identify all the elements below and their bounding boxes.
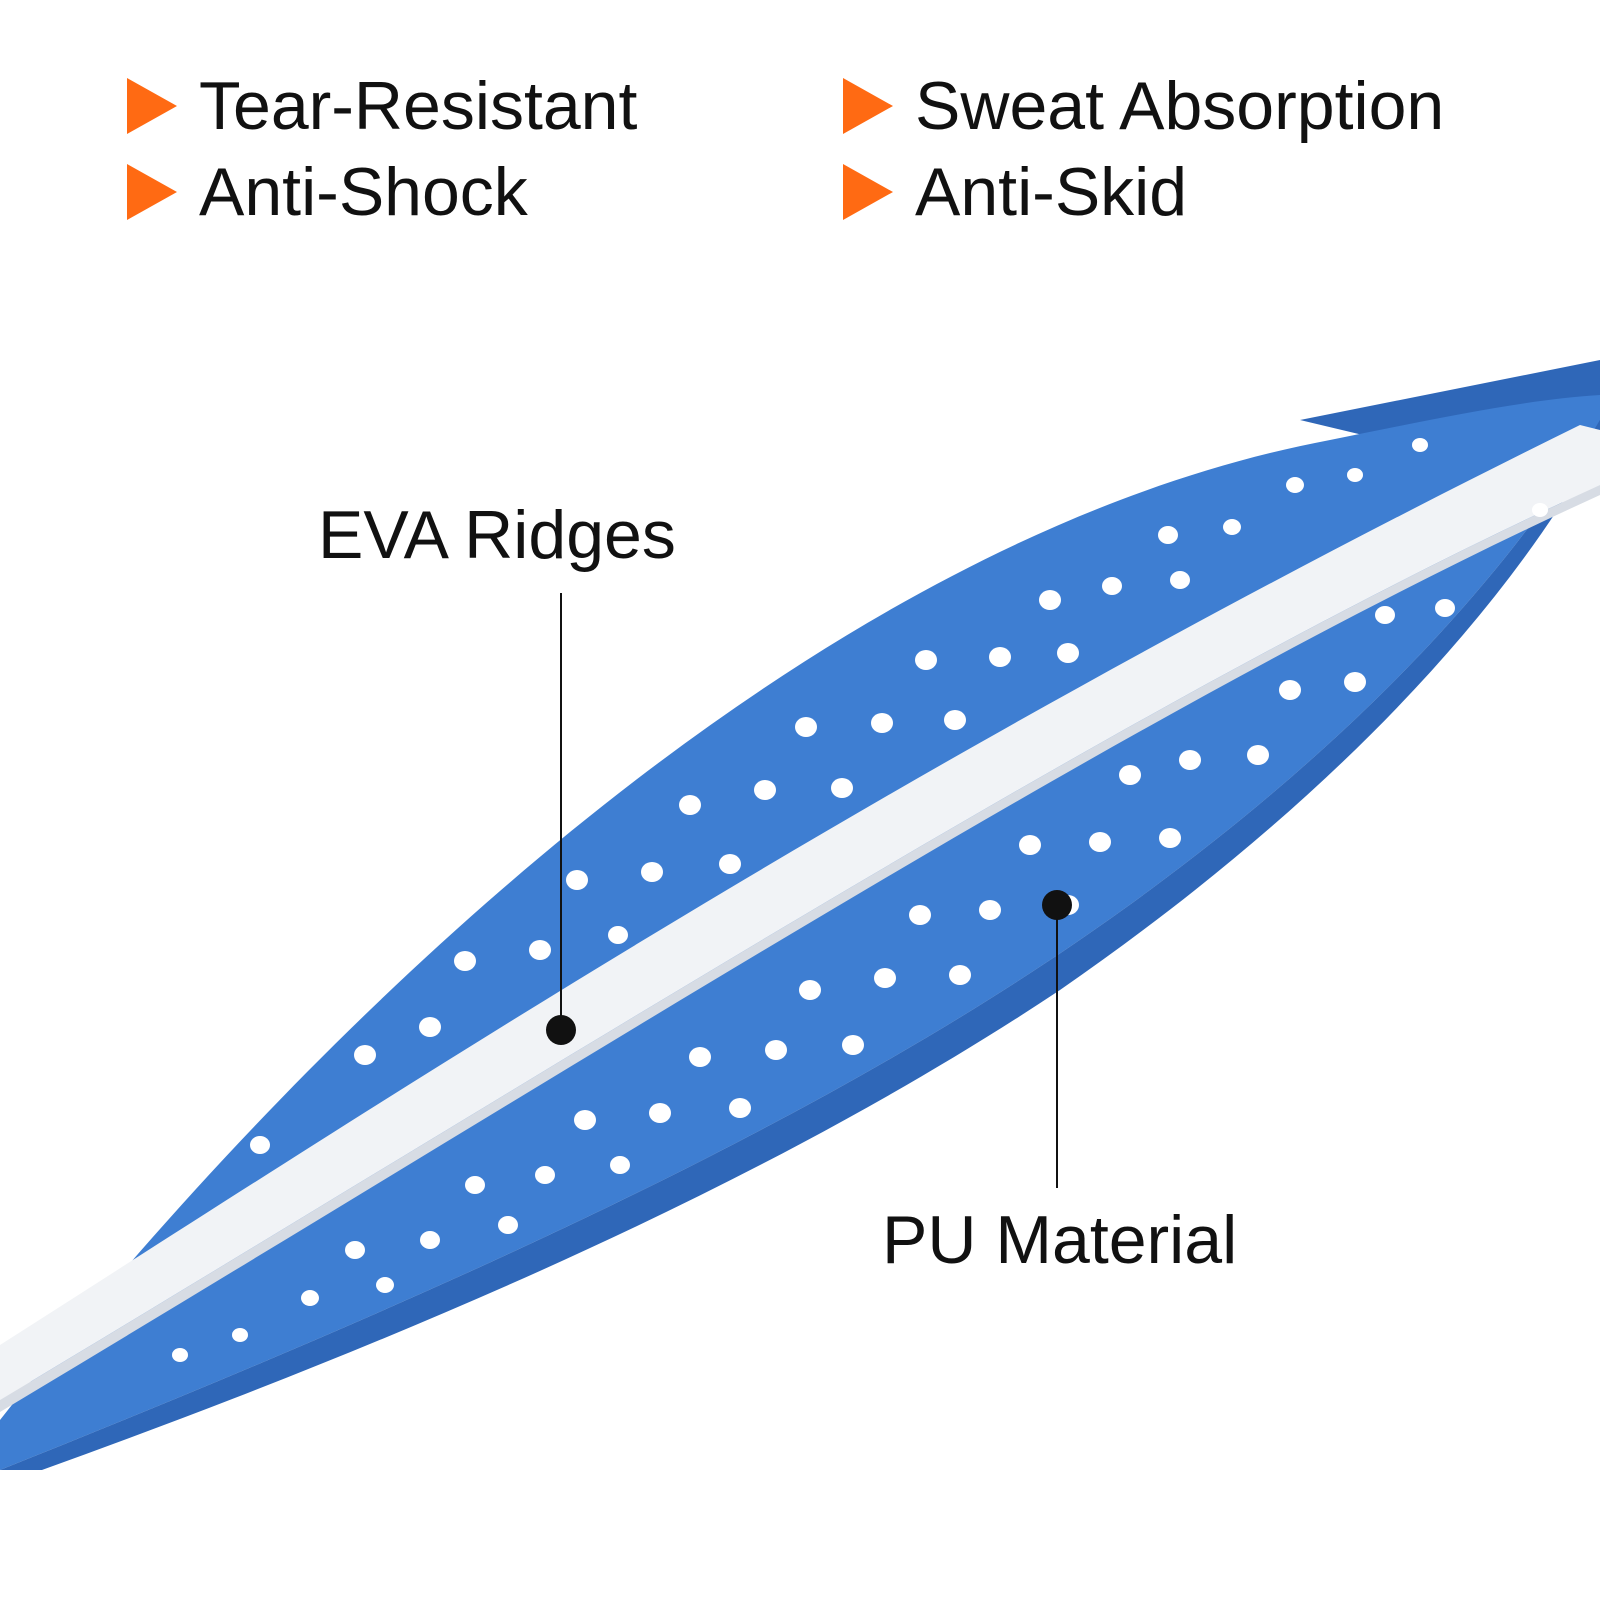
feature-label: Anti-Skid [915,154,1188,230]
pu-material-label: PU Material [882,1202,1238,1278]
orange-triangle-bullet-icon [843,78,893,134]
eva-ridges-label: EVA Ridges [318,497,676,573]
feature-label: Tear-Resistant [199,68,638,144]
callout-dot-icon [546,1015,576,1045]
grip-tape-illustration [0,360,1600,1470]
orange-triangle-bullet-icon [127,78,177,134]
orange-triangle-bullet-icon [127,164,177,220]
eva-ridge [0,425,1600,1400]
feature-item-anti-skid: Anti-Skid [843,152,1187,232]
feature-list: Tear-Resistant Anti-Shock Sweat Absorpti… [0,0,1600,250]
orange-triangle-bullet-icon [843,164,893,220]
feature-label: Anti-Shock [199,154,528,230]
feature-item-tear-resistant: Tear-Resistant [127,66,637,146]
callout-dot-icon [1042,890,1072,920]
feature-item-sweat-absorption: Sweat Absorption [843,66,1444,146]
feature-item-anti-shock: Anti-Shock [127,152,528,232]
perforation-holes-lower [172,503,1548,1362]
feature-label: Sweat Absorption [915,68,1445,144]
perforation-holes-upper [250,438,1428,1154]
